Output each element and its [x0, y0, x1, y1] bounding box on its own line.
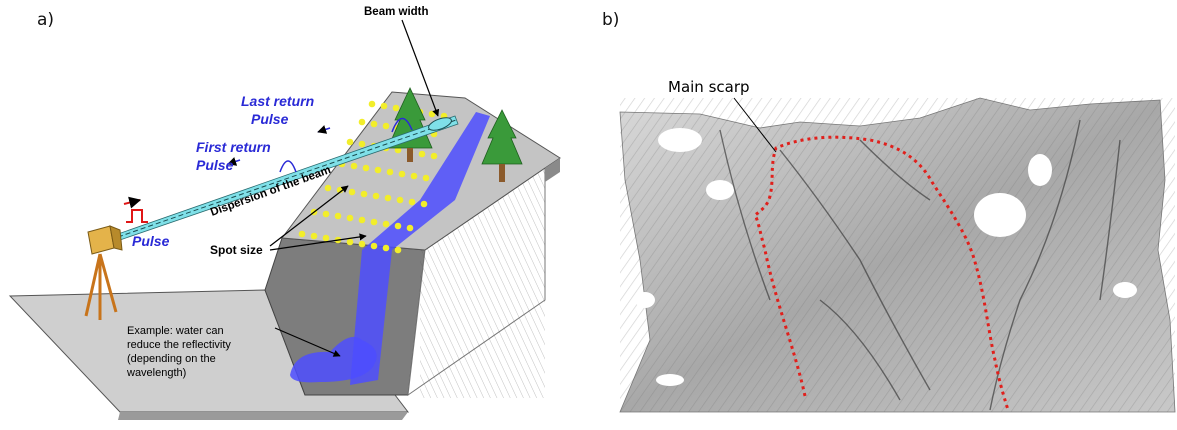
- last-return-label: Last return: [241, 93, 314, 109]
- beam-axis: [117, 119, 457, 238]
- water-pointer: [274, 327, 341, 357]
- first-return-label: First return: [196, 139, 271, 155]
- panel-b-label: b): [602, 10, 620, 30]
- water-stream: [350, 112, 490, 385]
- main-scarp-pointer: [733, 97, 777, 153]
- lidar-scanner-icon: [84, 225, 123, 320]
- ground-edge: [118, 412, 408, 420]
- lidar-diagram: Beam width Last return Pulse First retur…: [8, 6, 561, 420]
- water-note-line-1: Example: water can: [127, 325, 224, 337]
- panel-a-label: a): [37, 10, 55, 30]
- first-return-pulse-icon: [279, 160, 297, 173]
- beam-width-label: Beam width: [364, 6, 429, 18]
- pulse-glyph-icon: [126, 209, 148, 223]
- data-voids: [635, 128, 1137, 386]
- first-return-pulse-label: Pulse: [196, 157, 234, 173]
- last-return-pulse-icon: [391, 117, 413, 133]
- water-note-line-2: reduce the reflectivity: [127, 339, 231, 351]
- terrain-texture: [620, 98, 1175, 412]
- spot-size-pointer: [269, 185, 349, 247]
- main-scarp-outline: [753, 135, 1010, 411]
- pulse-arrow-icon: [123, 196, 142, 209]
- water-pool: [290, 336, 377, 383]
- spot-size-label: Spot size: [210, 243, 263, 257]
- return-arrow-icon: [227, 157, 241, 166]
- beam-width-pointer: [401, 19, 440, 117]
- terrain-model: Main scarp: [619, 78, 1176, 413]
- return-arrow-icon: [317, 125, 331, 134]
- water-note-line-3: (depending on the: [127, 353, 216, 365]
- last-return-pulse-label: Pulse: [251, 111, 289, 127]
- tree-icon: [481, 109, 523, 182]
- main-scarp-label: Main scarp: [668, 78, 750, 96]
- plateau-edge: [545, 158, 560, 182]
- beam-footprint: [428, 117, 452, 131]
- pulse-label: Pulse: [132, 233, 170, 249]
- water-note-line-4: wavelength): [126, 367, 186, 379]
- spot-size-pointer: [269, 233, 367, 251]
- terrain-ridges: [719, 119, 1121, 411]
